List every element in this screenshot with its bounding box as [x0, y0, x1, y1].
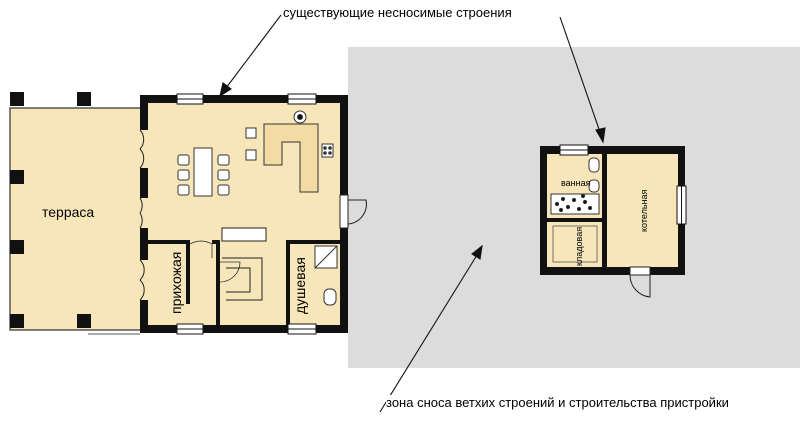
storage-shelf — [552, 225, 598, 263]
terrace-posts — [10, 92, 91, 328]
staircase — [221, 227, 267, 301]
storage-label: кладовая — [574, 227, 584, 266]
side-door — [339, 194, 367, 229]
arrowhead-icon — [471, 244, 483, 260]
terrace-doors — [139, 129, 145, 301]
existing-building: ванная кладовая котельная — [540, 144, 687, 298]
kitchen — [245, 110, 334, 193]
demolition-zone-callout: зона сноса ветхих строений и строительст… — [386, 395, 729, 410]
callout-leaders — [219, 14, 606, 413]
arrowhead-icon — [219, 82, 232, 98]
existing-building-walls — [540, 146, 685, 275]
interior-doors — [189, 240, 241, 283]
shower-label: душевая — [292, 257, 308, 314]
terrace-label: терраса — [42, 204, 94, 220]
bathroom-label: ванная — [561, 178, 591, 188]
hallway-label: прихожая — [168, 252, 184, 314]
existing-building-door — [629, 266, 651, 298]
toilet-icon — [323, 288, 337, 306]
shower-fixtures — [314, 245, 338, 306]
wc-icon — [588, 179, 600, 193]
arrowhead-icon — [595, 127, 606, 144]
existing-structures-callout: существующие несносимые строения — [283, 5, 512, 20]
main-house: терраса прихожая душевая — [9, 92, 367, 335]
washbasin-icon — [588, 157, 600, 173]
house-walls — [140, 95, 348, 333]
terrace-floor — [10, 108, 148, 330]
boiler-room-label: котельная — [639, 190, 649, 232]
dining-table — [193, 147, 213, 197]
terrace-outline — [9, 107, 148, 331]
stove-icon — [321, 143, 334, 158]
kitchen-counter — [263, 123, 319, 193]
bathroom-fixtures — [550, 157, 600, 215]
dining-set — [177, 147, 230, 197]
existing-building-windows — [559, 144, 687, 225]
house-windows — [176, 93, 317, 335]
